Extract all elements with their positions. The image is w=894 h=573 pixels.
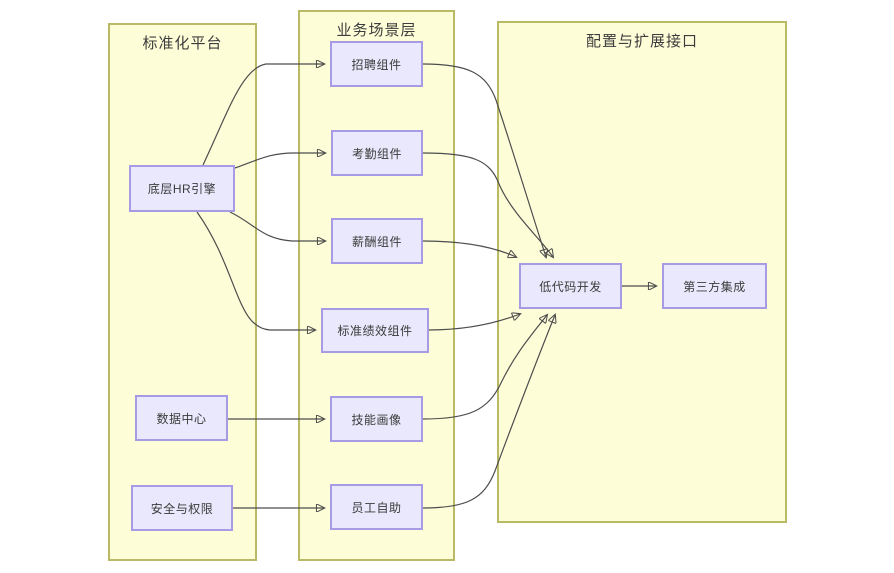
node-data-center[interactable]: 数据中心 bbox=[135, 395, 228, 441]
node-employee-self-service-label: 员工自助 bbox=[351, 500, 402, 515]
node-attendance-component[interactable]: 考勤组件 bbox=[331, 130, 423, 176]
node-lowcode-development[interactable]: 低代码开发 bbox=[519, 263, 622, 309]
node-lowcode-development-label: 低代码开发 bbox=[539, 279, 602, 294]
node-skill-profile[interactable]: 技能画像 bbox=[330, 396, 423, 442]
node-recruit-component-label: 招聘组件 bbox=[351, 57, 402, 72]
node-security-permissions-label: 安全与权限 bbox=[150, 501, 214, 516]
group-standard-platform: 标准化平台 bbox=[108, 23, 257, 561]
group-title-business-scenario-layer: 业务场景层 bbox=[336, 22, 417, 39]
node-recruit-component[interactable]: 招聘组件 bbox=[330, 41, 423, 87]
node-skill-profile-label: 技能画像 bbox=[351, 412, 402, 427]
group-title-standard-platform: 标准化平台 bbox=[142, 35, 223, 52]
node-employee-self-service[interactable]: 员工自助 bbox=[330, 484, 423, 530]
node-data-center-label: 数据中心 bbox=[156, 411, 207, 426]
node-hr-engine[interactable]: 底层HR引擎 bbox=[129, 165, 235, 212]
node-hr-engine-label: 底层HR引擎 bbox=[147, 182, 217, 196]
node-salary-component-label: 薪酬组件 bbox=[351, 234, 402, 249]
node-third-party-integration[interactable]: 第三方集成 bbox=[662, 263, 767, 309]
node-attendance-component-label: 考勤组件 bbox=[351, 146, 402, 161]
node-third-party-integration-label: 第三方集成 bbox=[683, 279, 746, 294]
group-title-config-extension-interface: 配置与扩展接口 bbox=[585, 33, 698, 50]
node-standard-performance-component-label: 标准绩效组件 bbox=[337, 324, 413, 338]
node-standard-performance-component[interactable]: 标准绩效组件 bbox=[321, 308, 429, 353]
group-business-scenario-layer: 业务场景层 bbox=[298, 10, 455, 561]
node-salary-component[interactable]: 薪酬组件 bbox=[331, 218, 423, 264]
node-security-permissions[interactable]: 安全与权限 bbox=[131, 485, 233, 531]
